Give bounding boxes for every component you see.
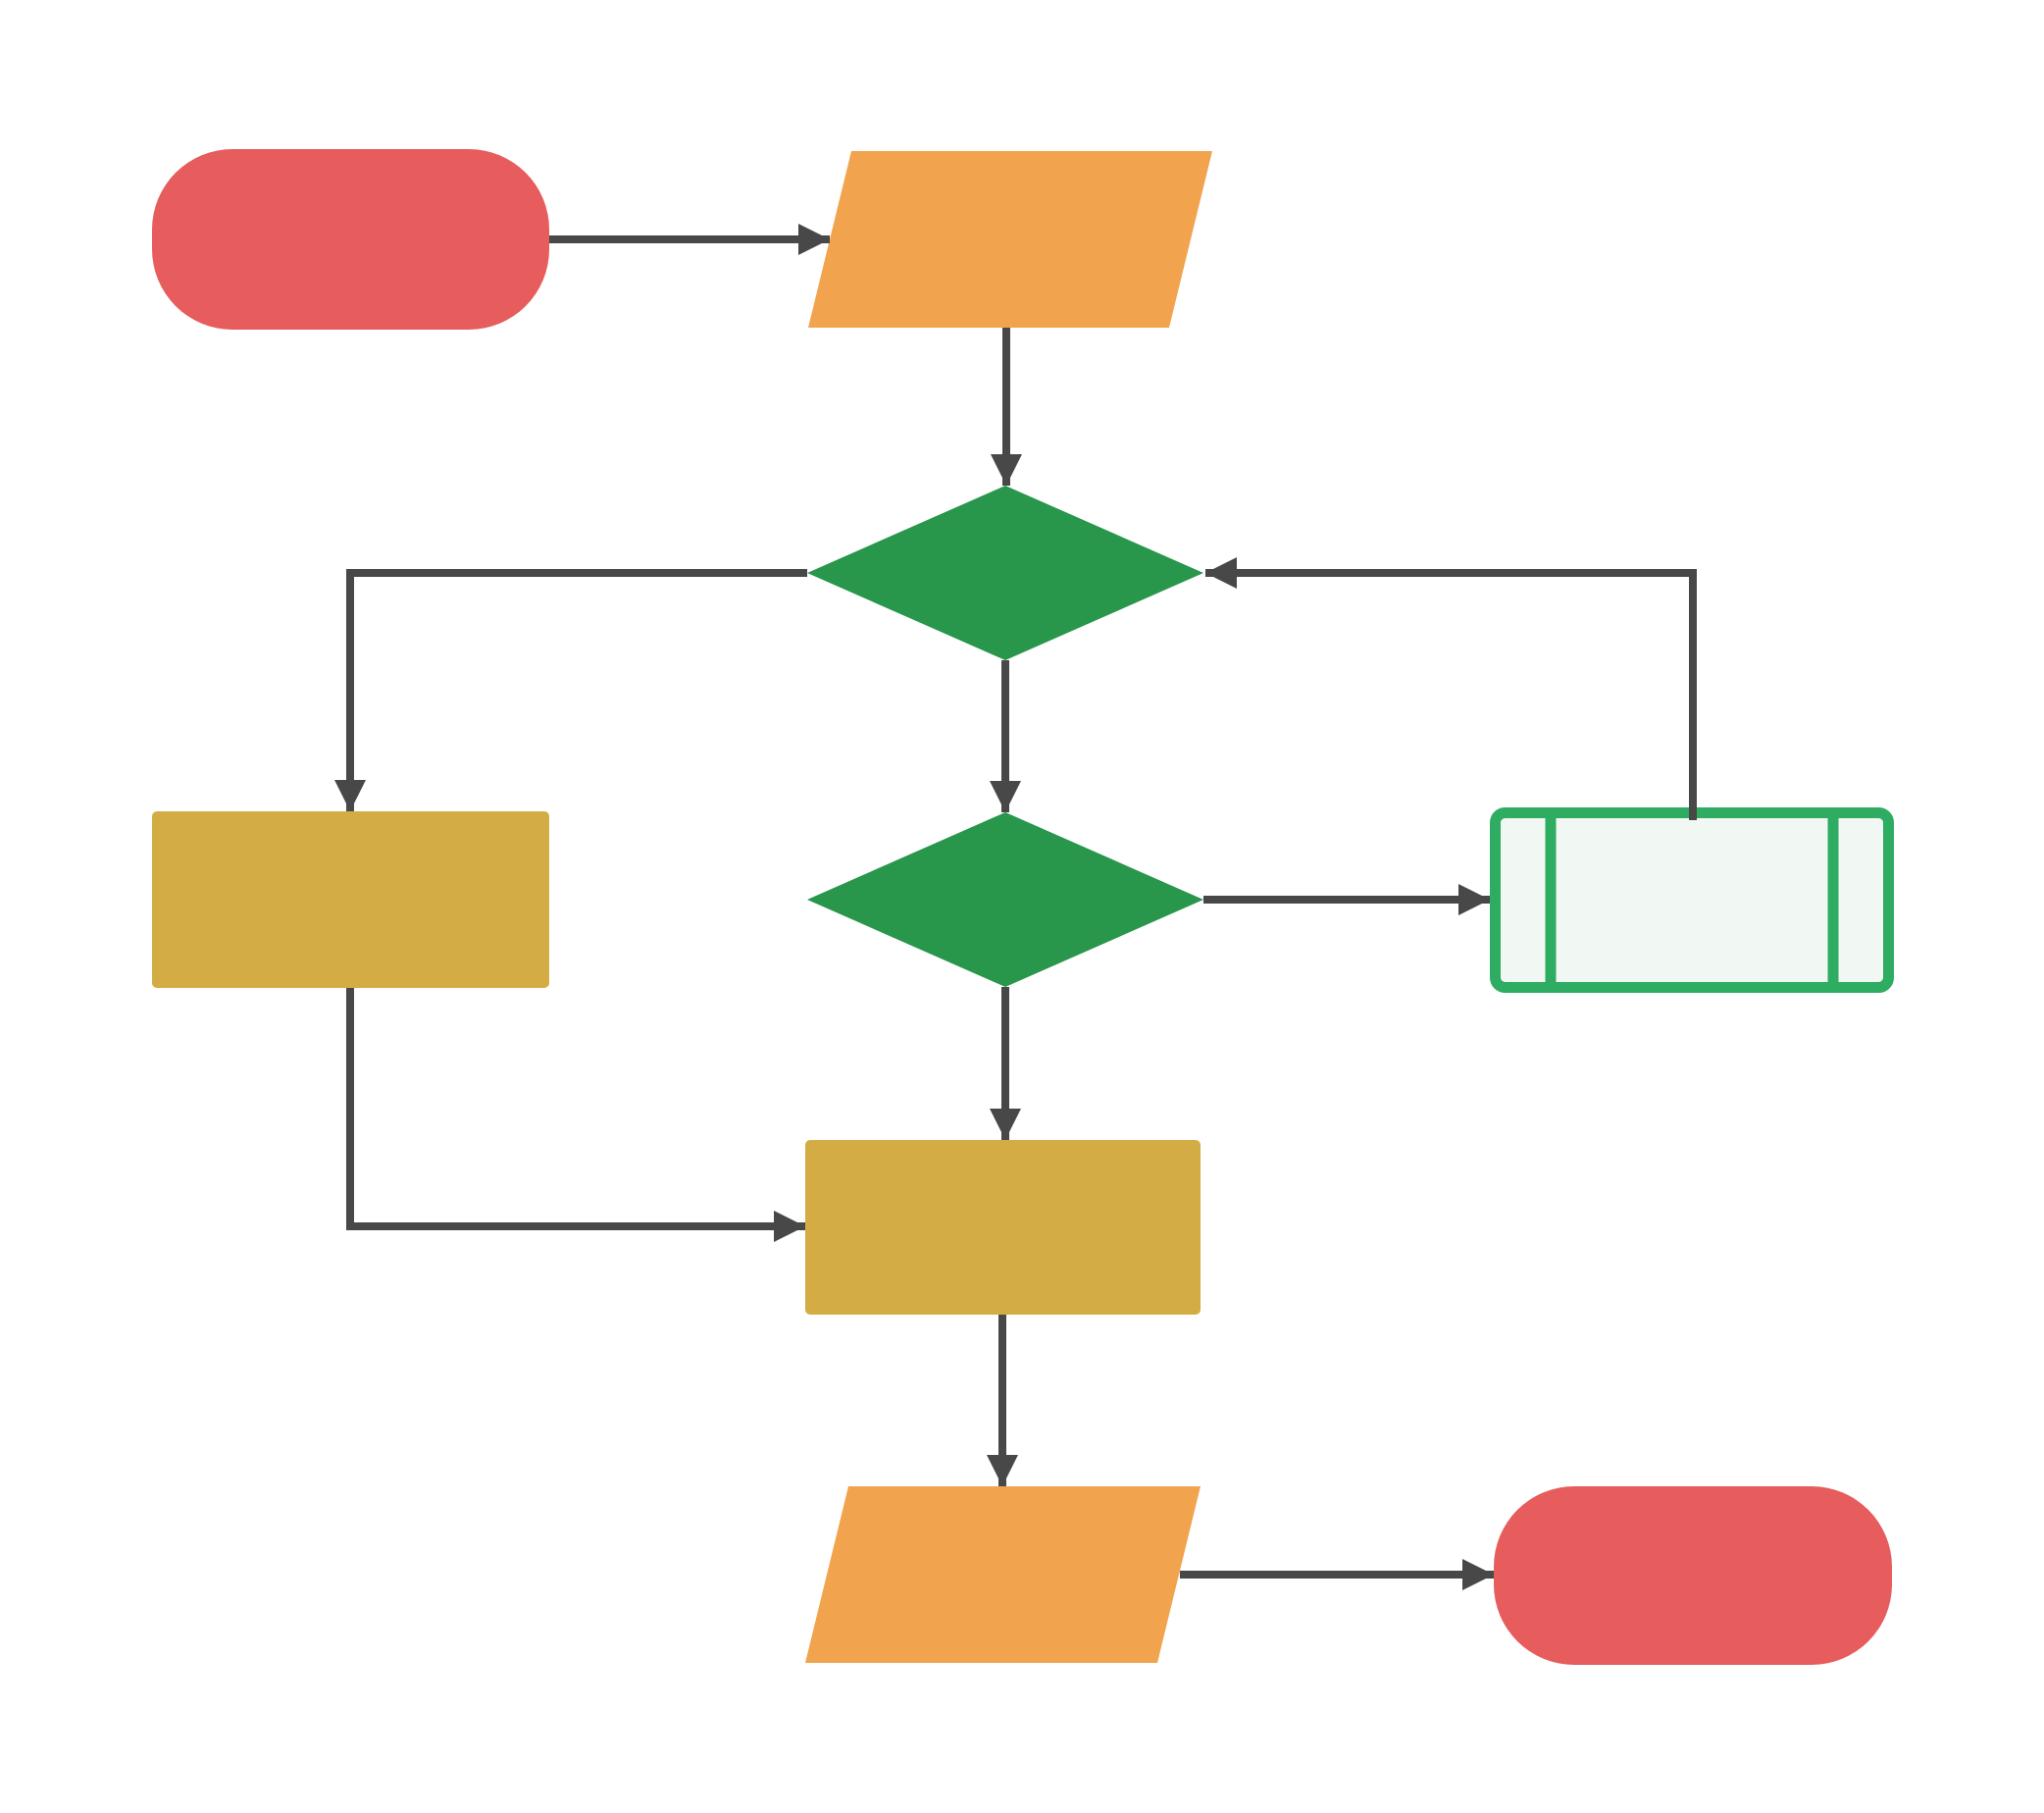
start-terminator bbox=[152, 149, 549, 330]
decision-2-diamond bbox=[807, 812, 1203, 987]
edge-process-left-to-center bbox=[346, 988, 805, 1242]
decision-1-diamond bbox=[807, 486, 1203, 660]
input-parallelogram bbox=[808, 151, 1212, 328]
process-center-rect bbox=[805, 1140, 1201, 1315]
end-terminator bbox=[1494, 1486, 1892, 1665]
process-left-rect bbox=[152, 811, 549, 988]
edge-decision1-to-process-left bbox=[334, 569, 807, 811]
edge-predefined-to-decision1 bbox=[1205, 557, 1697, 820]
output-parallelogram bbox=[805, 1486, 1201, 1663]
predefined-process-rect bbox=[1490, 807, 1894, 993]
